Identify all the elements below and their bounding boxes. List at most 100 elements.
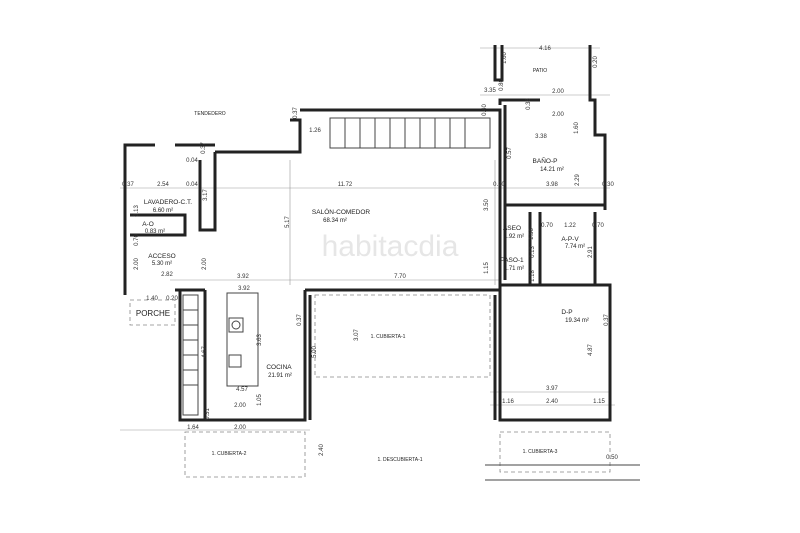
dimension-label: 0.13	[530, 246, 536, 258]
dimension-label: 0.37	[201, 142, 207, 154]
dimension-label: 2.00	[234, 425, 246, 431]
dimension-lines	[120, 47, 615, 431]
room-tendedero: TENDEDERO	[194, 111, 226, 117]
dimension-label: 0.37	[297, 314, 303, 326]
dimension-label: 2.91	[588, 246, 594, 258]
dimension-label: 0.31	[205, 408, 211, 420]
dimension-label: 3.17	[203, 189, 209, 201]
dimension-label: 1.40	[146, 296, 158, 302]
dimension-label: 0.20	[593, 56, 599, 68]
dimension-label: 1.18	[530, 270, 536, 282]
area-dp: 19.34 m²	[565, 318, 589, 324]
dimension-label: 1.22	[564, 223, 576, 229]
room-ao: A-O	[142, 221, 154, 228]
stairs	[329, 117, 491, 149]
area-paso: 1.71 m²	[504, 266, 524, 272]
dimension-label: 2.82	[161, 272, 173, 278]
room-salon: SALÓN-COMEDOR	[312, 207, 370, 216]
dimension-label: 4.87	[588, 344, 594, 356]
dimension-label: 4.57	[236, 387, 248, 393]
roof-cubierta-1: 1. CUBIERTA-1	[371, 334, 406, 340]
dimension-label: 0.20	[166, 296, 178, 302]
dimension-label: 0.40	[482, 104, 488, 116]
dimension-label: 0.04	[186, 182, 198, 188]
dimension-label: 2.54	[157, 182, 169, 188]
dimension-label: 0.38	[526, 98, 532, 110]
area-apv: 7.74 m²	[565, 244, 585, 250]
dimension-label: 4.67	[202, 346, 208, 358]
dimension-label: 0.70	[592, 223, 604, 229]
dimension-label: 5.17	[285, 216, 291, 228]
room-dp: D-P	[561, 309, 572, 316]
kitchen-counter	[182, 294, 199, 416]
dimension-label: 0.37	[604, 314, 610, 326]
dimension-label: 0.70	[541, 223, 553, 229]
dimension-label: 2.40	[546, 399, 558, 405]
dimension-label: 2.00	[234, 403, 246, 409]
room-apv: A-P-V	[561, 236, 579, 243]
dimension-label: 3.35	[484, 88, 496, 94]
area-cocina: 21.91 m²	[268, 373, 292, 379]
dimension-label: 3.50	[484, 199, 490, 211]
room-paso: PASO-1	[500, 257, 524, 264]
roof-cubierta-2: 1. CUBIERTA-2	[212, 451, 247, 457]
dimension-label: 0.37	[122, 182, 134, 188]
area-bano: 14.21 m²	[540, 167, 564, 173]
dimension-label: 2.29	[575, 174, 581, 186]
dimension-label: 3.98	[546, 182, 558, 188]
roof-descubierta-1: 1. DESCUBIERTA-1	[377, 457, 422, 463]
room-aseo: ASEO	[503, 225, 521, 232]
dimension-label: 1.15	[484, 262, 490, 274]
dimension-label: 4.16	[539, 46, 551, 52]
dimension-label: 5.00	[312, 346, 318, 358]
dimension-label: 3.38	[535, 134, 547, 140]
roof-cubierta-3: 1. CUBIERTA-3	[523, 449, 558, 455]
dimension-label: 0.20	[493, 182, 505, 188]
area-acceso: 5.30 m²	[152, 261, 172, 267]
dimension-label: 0.04	[186, 158, 198, 164]
dimension-label: 1.16	[502, 399, 514, 405]
dimension-label: 3.92	[238, 286, 250, 292]
dimension-label: 2.00	[552, 112, 564, 118]
dimension-label: 1.64	[187, 425, 199, 431]
area-lavadero: 6.60 m²	[153, 208, 173, 214]
room-cocina: COCINA	[266, 364, 292, 371]
dimension-label: 0.50	[606, 455, 618, 461]
room-labels: TENDEDERO PATIO LAVADERO-C.T. 6.60 m² A-…	[136, 68, 589, 463]
dimension-label: 0.80	[499, 79, 505, 91]
dimension-label: 0.13	[134, 205, 140, 217]
room-lavadero: LAVADERO-C.T.	[144, 199, 192, 206]
dimension-label: 1.15	[593, 399, 605, 405]
dimension-label: 0.30	[602, 182, 614, 188]
dimension-label: 0.70	[134, 234, 140, 246]
dimension-label: 1.60	[574, 122, 580, 134]
watermark: habitacdia	[322, 230, 459, 263]
dimension-label: 11.72	[338, 182, 353, 188]
dimension-label: 3.92	[237, 274, 249, 280]
roof-areas	[129, 294, 640, 481]
dimension-label: 0.37	[293, 107, 299, 119]
area-aseo: 1.92 m²	[504, 234, 524, 240]
kitchen-island	[226, 292, 259, 387]
dimension-label: 2.00	[134, 258, 140, 270]
dimension-labels: 11.727.703.923.922.540.370.040.043.175.1…	[122, 46, 618, 461]
dimension-label: 7.70	[394, 274, 406, 280]
dimension-label: 3.63	[257, 334, 263, 346]
dimension-label: 1.05	[257, 394, 263, 406]
room-porche: PORCHE	[136, 309, 170, 318]
dimension-label: 1.60	[502, 52, 508, 64]
dimension-label: 0.57	[507, 147, 513, 159]
walls	[123, 45, 612, 422]
dimension-label: 3.97	[546, 386, 558, 392]
dimension-label: 1.26	[309, 128, 321, 134]
dimension-label: 2.40	[319, 444, 325, 456]
area-ao: 0.83 m²	[145, 229, 165, 235]
room-acceso: ACCESO	[148, 253, 175, 260]
room-bano: BAÑO-P	[533, 156, 558, 165]
dimension-label: 2.00	[552, 89, 564, 95]
dimension-label: 1.56	[529, 228, 535, 240]
room-patio: PATIO	[533, 68, 547, 74]
area-salon: 68.34 m²	[323, 218, 347, 224]
dimension-label: 2.00	[202, 258, 208, 270]
